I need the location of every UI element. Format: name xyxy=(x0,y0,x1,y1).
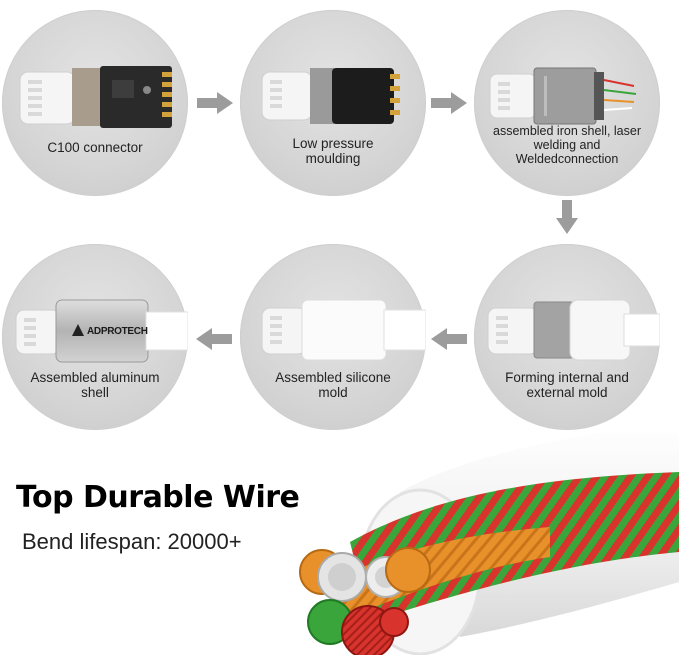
step-label: Low pressure moulding xyxy=(292,136,374,166)
arrow-right-icon xyxy=(197,92,233,114)
arrow-right-icon xyxy=(431,92,467,114)
step-label: Assembled aluminum shell xyxy=(30,370,160,400)
cable-cross-section-image xyxy=(299,432,679,655)
arrow-down-icon xyxy=(556,200,578,234)
arrow-left-icon xyxy=(196,328,232,350)
c100-connector-image xyxy=(19,66,172,128)
step-label: Forming internal and external mold xyxy=(505,370,629,400)
step-silicone-mold: Assembled silicone mold xyxy=(240,244,426,430)
brand-logo-text: ADPROTECH xyxy=(87,326,148,337)
step-iron-shell-welding: assembled iron shell, laser welding and … xyxy=(474,10,660,196)
step-label: Assembled silicone mold xyxy=(275,370,391,400)
iron-shell-connector-image xyxy=(489,67,637,125)
aluminum-connector-image xyxy=(15,299,188,363)
arrow-left-icon xyxy=(431,328,467,350)
moulded-connector-image xyxy=(261,68,400,124)
step-label: assembled iron shell, laser welding and … xyxy=(493,124,641,166)
step-aluminum-shell: ADPROTECH Assembled aluminum shell xyxy=(2,244,188,430)
step-low-pressure-moulding: Low pressure moulding xyxy=(240,10,426,196)
headline: Top Durable Wire xyxy=(16,480,300,515)
molded-connector-image xyxy=(487,299,660,361)
silicone-connector-image xyxy=(261,299,426,361)
step-label: C100 connector xyxy=(47,140,143,155)
step-c100-connector: C100 connector xyxy=(2,10,188,196)
subline: Bend lifespan: 20000+ xyxy=(22,529,242,554)
step-forming-mold: Forming internal and external mold xyxy=(474,244,660,430)
